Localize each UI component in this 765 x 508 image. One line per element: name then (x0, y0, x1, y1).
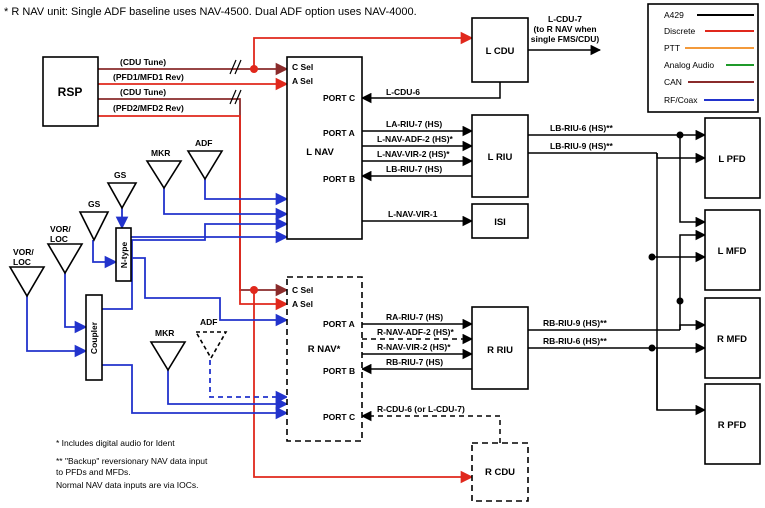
rmfd-box (704, 297, 761, 379)
adf-top-antenna-icon (186, 150, 224, 181)
lnav-lriu-lines (360, 125, 474, 227)
rsp-box (42, 56, 99, 127)
lmfd-box (704, 209, 761, 291)
lnav-box (286, 56, 363, 240)
isi-label: ISI (494, 217, 506, 228)
vor-loc-left-label-2: LOC (13, 257, 31, 267)
rnav-rriu-lines (360, 318, 501, 443)
discrete-lines (250, 31, 474, 484)
adf-top-label: ADF (195, 138, 212, 148)
lnav-label: L NAV (306, 147, 334, 158)
la-riu-7-label: LA-RIU-7 (HS) (386, 119, 442, 129)
legend-box (647, 3, 759, 113)
lcdu6-label: L-CDU-6 (386, 87, 420, 97)
ntype-box (115, 227, 132, 282)
r-nav-vir-2-label: R-NAV-VIR-2 (HS)* (377, 342, 451, 352)
lb-riu-9-label: LB-RIU-9 (HS)** (550, 141, 613, 151)
gs-high-label: GS (114, 170, 127, 180)
lcdu-lines (360, 44, 602, 104)
lnav-portc: PORT C (323, 93, 355, 103)
lriu-label: L RIU (488, 152, 513, 163)
vor-loc-left-label-1: VOR/ (13, 247, 34, 257)
rb-riu-6-label: RB-RIU-6 (HS)** (543, 336, 607, 346)
rsp-label: RSP (58, 85, 83, 99)
pfd2-mfd2-label: (PFD2/MFD2 Rev) (113, 103, 184, 113)
l-nav-adf-2-label: L-NAV-ADF-2 (HS)* (377, 134, 454, 144)
lpfd-box (704, 117, 761, 199)
mkr-top-antenna-icon (145, 160, 183, 190)
footnote-2b: to PFDs and MFDs. (56, 467, 131, 477)
lb-riu-6-label: LB-RIU-6 (HS)** (550, 123, 613, 133)
rnav-csel-port: C Sel (292, 285, 313, 295)
rnav-portb: PORT B (323, 366, 355, 376)
legend-label-ptt: PTT (664, 43, 680, 53)
vor-loc-mid-label-2: LOC (50, 234, 68, 244)
legend-label-rf-coax: RF/Coax (664, 95, 698, 105)
lcdu7-line3: single FMS/CDU) (531, 34, 600, 44)
lcdu7-line1: L-CDU-7 (548, 14, 582, 24)
lpfd-label: L PFD (718, 154, 745, 165)
cdu-tune-1-label: (CDU Tune) (120, 57, 166, 67)
gs-low-label: GS (88, 199, 101, 209)
lmfd-label: L MFD (718, 246, 747, 257)
rcdu-label: R CDU (485, 467, 515, 478)
lriu-box (471, 114, 529, 198)
rriu-label: R RIU (487, 345, 513, 356)
rmfd-label: R MFD (717, 334, 747, 345)
rnav-label: R NAV* (308, 344, 341, 355)
legend-label-a429: A429 (664, 10, 684, 20)
ra-riu-7-label: RA-RIU-7 (HS) (386, 312, 443, 322)
rnav-portc: PORT C (323, 412, 355, 422)
lnav-porta: PORT A (323, 128, 355, 138)
lnav-portb: PORT B (323, 174, 355, 184)
footnote-2c: Normal NAV data inputs are via IOCs. (56, 480, 199, 490)
lcdu-box (471, 17, 529, 83)
lnav-asel-port: A Sel (292, 76, 313, 86)
r-cdu-6-label: R-CDU-6 (or L-CDU-7) (377, 404, 465, 414)
vor-loc-mid-antenna-icon (46, 243, 84, 275)
riu-display-lines (528, 129, 707, 416)
footnote-2a: ** "Backup" reversionary NAV data input (56, 456, 208, 466)
lnav-csel-port: C Sel (292, 62, 313, 72)
vor-loc-mid-label-1: VOR/ (50, 224, 71, 234)
mkr-bottom-label: MKR (155, 328, 174, 338)
rriu-box (471, 306, 529, 390)
rpfd-box (704, 383, 761, 465)
rb-riu-9-label: RB-RIU-9 (HS)** (543, 318, 607, 328)
gs-low-antenna-icon (78, 211, 110, 242)
coupler-box (85, 294, 103, 381)
lcdu-label: L CDU (486, 46, 515, 57)
rnav-asel-port: A Sel (292, 299, 313, 309)
legend: A429 Discrete PTT Analog Audio CAN RF/Co… (647, 3, 759, 113)
legend-label-can: CAN (664, 77, 682, 87)
legend-label-analog-audio: Analog Audio (664, 60, 714, 70)
r-nav-adf-2-label: R-NAV-ADF-2 (HS)* (377, 327, 455, 337)
header-note: * R NAV unit: Single ADF baseline uses N… (4, 6, 417, 18)
lcdu7-line2: (to R NAV when (533, 24, 596, 34)
rf-coax-lines (26, 179, 289, 420)
adf-bottom-label: ADF (200, 317, 217, 327)
cdu-tune-2-label: (CDU Tune) (120, 87, 166, 97)
vor-loc-left-antenna-icon (8, 266, 46, 298)
mkr-bottom-antenna-icon (149, 341, 187, 372)
rnav-porta: PORT A (323, 319, 355, 329)
gs-high-antenna-icon (106, 182, 138, 210)
coupler-label: Coupler (89, 321, 99, 354)
l-nav-vir-2-label: L-NAV-VIR-2 (HS)* (377, 149, 450, 159)
pfd1-mfd1-label: (PFD1/MFD1 Rev) (113, 72, 184, 82)
l-nav-vir-1-label: L-NAV-VIR-1 (388, 209, 438, 219)
lb-riu-7-label: LB-RIU-7 (HS) (386, 164, 442, 174)
mkr-top-label: MKR (151, 148, 170, 158)
rpfd-label: R PFD (718, 420, 747, 431)
adf-bottom-antenna-icon (194, 331, 228, 360)
footnote-1: * Includes digital audio for Ident (56, 438, 175, 448)
rcdu-box (471, 442, 529, 502)
ntype-label: N-type (119, 242, 129, 269)
isi-box (471, 203, 529, 239)
legend-label-discrete: Discrete (664, 26, 695, 36)
rb-riu-7-label: RB-RIU-7 (HS) (386, 357, 443, 367)
rnav-box (286, 276, 363, 442)
